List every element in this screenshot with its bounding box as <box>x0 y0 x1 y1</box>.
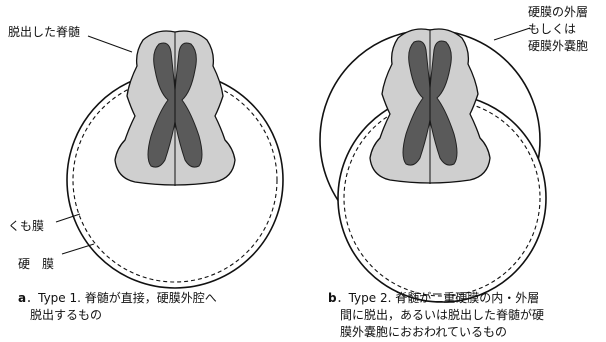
caption-b-line3: 膜外嚢胞におおわれているもの <box>328 324 604 341</box>
caption-b-line2: 間に脱出，あるいは脱出した脊髄が硬 <box>328 307 604 324</box>
panel-a-herniated-cord <box>115 31 235 186</box>
label-outer-layer-line3: 硬膜外嚢胞 <box>528 38 588 54</box>
caption-a-letter: a <box>18 291 26 305</box>
caption-b-letter: b <box>328 291 337 305</box>
panel-b-leader-outer <box>494 28 530 40</box>
label-outer-layer-line2: もしくは <box>528 21 576 37</box>
caption-a: a．Type 1. 脊髄が直接，硬膜外腔へ 脱出するもの <box>18 290 298 324</box>
caption-b-line1: ．Type 2. 脊髄が二重硬膜の内・外層 <box>337 291 540 305</box>
panel-a-diagram <box>56 31 283 288</box>
panel-b-diagram <box>320 28 546 302</box>
panel-a-leader-dura <box>62 244 94 254</box>
label-outer-layer-line1: 硬膜の外層 <box>528 4 588 20</box>
caption-b: b．Type 2. 脊髄が二重硬膜の内・外層 間に脱出，あるいは脱出した脊髄が硬… <box>328 290 604 341</box>
caption-a-line1: ．Type 1. 脊髄が直接，硬膜外腔へ <box>26 291 217 305</box>
label-herniated-cord: 脱出した脊髄 <box>8 24 80 40</box>
panel-a-leader-herniated <box>88 36 132 52</box>
caption-a-line2: 脱出するもの <box>18 307 298 324</box>
label-arachnoid: くも膜 <box>8 218 44 234</box>
label-dura: 硬 膜 <box>18 256 54 272</box>
